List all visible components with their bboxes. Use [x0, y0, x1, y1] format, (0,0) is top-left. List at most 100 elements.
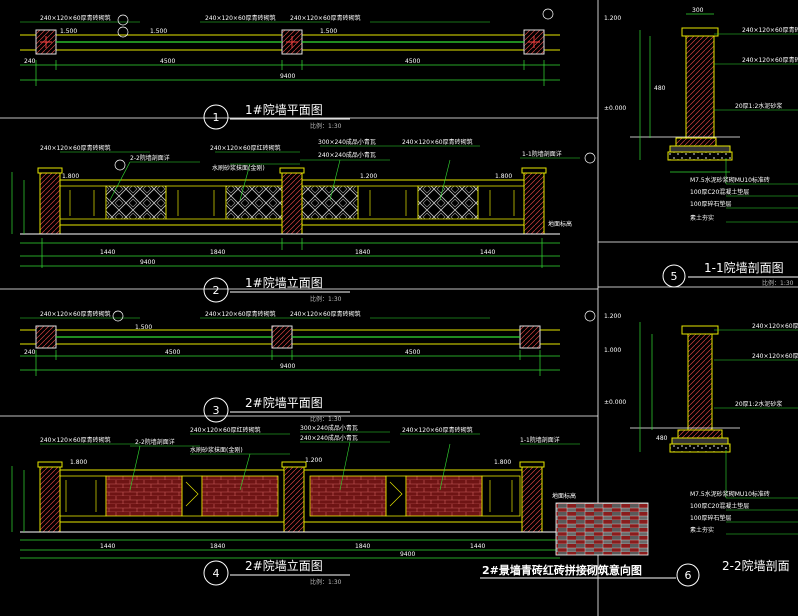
plan-view-1: 240×120×60厚青砖砌筑 240×120×60厚青砖砌筑 240×120×… [20, 8, 560, 86]
view-number-2: 2 [213, 284, 220, 297]
sec1-dim-a: 1.200 [604, 15, 621, 22]
view-title-1: 1 1#院墙平面图 比例：1:30 [203, 103, 350, 130]
view-title-text-6: 2-2院墙剖面 [722, 559, 790, 573]
elev2-height-b: 1.200 [305, 457, 322, 464]
plan2-label-a: 240×120×60厚青砖砌筑 [40, 310, 111, 318]
plan2-label-b: 240×120×60厚青砖砌筑 [205, 310, 276, 318]
plan1-side: 240 [24, 58, 36, 65]
elev1-span-b: 1840 [210, 249, 225, 256]
elev2-label-g: 240×120×60厚青砖砌筑 [402, 426, 473, 434]
view-title-text-5: 1-1院墙剖面图 [704, 261, 784, 275]
sec2-dim-d: 480 [656, 435, 668, 442]
view-number-3: 3 [213, 404, 220, 417]
view-number-5: 5 [671, 270, 678, 283]
sec2-label-g: 素土夯实 [690, 526, 714, 534]
plan1-span-b: 4500 [405, 58, 420, 65]
sec2-label-e: 100厚C20混凝土垫层 [690, 502, 749, 510]
elev2-label-f: 240×240成品小青瓦 [300, 434, 358, 442]
view-scale-5: 比例：1:30 [762, 279, 794, 287]
elevation-view-2: 240×120×60厚青砖砌筑 2-2院墙剖面详 240×120×60厚红砖砌筑… [11, 424, 580, 559]
elev1-span-d: 1440 [480, 249, 495, 256]
view-title-text-2: 1#院墙立面图 [245, 275, 323, 290]
view-title-4: 4 2#院墙立面图 比例：1:30 [203, 558, 350, 586]
plan2-elev-a: 1.500 [135, 324, 152, 331]
sec1-label-c: 20厚1:2水泥砂浆 [735, 102, 782, 110]
sec2-dim-a: 1.200 [604, 313, 621, 320]
plan2-total: 9400 [280, 363, 295, 370]
view-title-text-4: 2#院墙立面图 [245, 558, 323, 573]
plan2-span-b: 4500 [405, 349, 420, 356]
section-view-2: 240×120×60厚青砖 240×120×60厚红砖 20厚1:2水泥砂浆 M… [604, 313, 798, 535]
elev1-label-h: 1-1院墙剖面详 [522, 150, 562, 158]
plan1-label-a: 240×120×60厚青砖砌筑 [40, 14, 111, 22]
elev2-label-e: 300×240成品小青瓦 [300, 424, 358, 432]
elev1-height-c: 1.800 [495, 173, 512, 180]
section-view-1: 240×120×60厚青砖 240×120×60厚青砖 20厚1:2水泥砂浆 M… [604, 7, 798, 223]
elev1-total: 9400 [140, 259, 155, 266]
elev2-label-c: 240×120×60厚红砖砌筑 [190, 426, 261, 434]
plan1-elev-c: 1.500 [320, 28, 337, 35]
elev2-height-c: 1.800 [494, 459, 511, 466]
sec1-label-d: M7.5水泥砂浆砌MU10标准砖 [690, 176, 770, 184]
view-title-text-1: 1#院墙平面图 [245, 103, 323, 117]
elev1-label-g: 240×120×60厚青砖砌筑 [402, 138, 473, 146]
sec1-dim-d: 300 [692, 7, 704, 14]
view-scale-2: 比例：1:30 [310, 295, 342, 303]
elev2-span-d: 1440 [470, 543, 485, 550]
sec1-label-f: 100厚碎石垫层 [690, 200, 731, 208]
view-scale-1: 比例：1:30 [310, 122, 342, 130]
sec2-dim-b: 1.000 [604, 347, 621, 354]
elev2-height-a: 1.800 [70, 459, 87, 466]
elev1-height-a: 1.800 [62, 173, 79, 180]
elev2-label-d: 水刷砂浆抹面(金刚) [190, 446, 243, 454]
elev2-span-c: 1840 [355, 543, 370, 550]
elev1-ground-note: 地面标高 [548, 220, 572, 228]
sec1-label-g: 素土夯实 [690, 214, 714, 222]
plan1-elev-a: 1.500 [60, 28, 77, 35]
pattern-title: 2#景墙青砖红砖拼接砌筑意向图 [482, 563, 642, 577]
elev1-label-b: 2-2院墙剖面详 [130, 154, 170, 162]
plan1-label-c: 240×120×60厚青砖砌筑 [290, 14, 361, 22]
sec2-dim-c: ±0.000 [604, 399, 626, 406]
sec2-label-f: 100厚碎石垫层 [690, 514, 731, 522]
sec1-dim-b: ±0.000 [604, 105, 626, 112]
sec1-label-b: 240×120×60厚青砖 [742, 56, 798, 64]
elev2-label-h: 1-1院墙剖面详 [520, 436, 560, 444]
elev2-label-a: 240×120×60厚青砖砌筑 [40, 436, 111, 444]
elev2-span-a: 1440 [100, 543, 115, 550]
elev1-height-b: 1.200 [360, 173, 377, 180]
plan-view-2: 240×120×60厚青砖砌筑 240×120×60厚青砖砌筑 240×120×… [20, 310, 596, 376]
sec2-label-c: 20厚1:2水泥砂浆 [735, 400, 782, 408]
sec1-label-e: 100厚C20混凝土垫层 [690, 188, 749, 196]
elev2-ground-note: 地面标高 [552, 492, 576, 500]
view-scale-4: 比例：1:30 [310, 578, 342, 586]
plan1-label-b: 240×120×60厚青砖砌筑 [205, 14, 276, 22]
elev2-span-b: 1840 [210, 543, 225, 550]
plan1-span-a: 4500 [160, 58, 175, 65]
elev1-label-e: 300×240成品小青瓦 [318, 138, 376, 146]
view-scale-3: 比例：1:30 [310, 415, 342, 423]
elev1-label-f: 240×240成品小青瓦 [318, 151, 376, 159]
view-number-1: 1 [213, 111, 220, 124]
elevation-view-1: 240×120×60厚青砖砌筑 2-2院墙剖面详 240×120×60厚红砖砌筑… [11, 138, 596, 268]
plan2-span-a: 4500 [165, 349, 180, 356]
elev1-label-c: 240×120×60厚红砖砌筑 [210, 144, 281, 152]
brick-pattern-sample [555, 502, 649, 556]
view-title-2: 2 1#院墙立面图 比例：1:30 [203, 275, 350, 303]
elev1-span-a: 1440 [100, 249, 115, 256]
sec1-dim-c: 480 [654, 85, 666, 92]
view-number-6: 6 [685, 569, 692, 582]
elev2-total: 9400 [400, 551, 415, 558]
plan2-side: 240 [24, 349, 36, 356]
sec1-label-a: 240×120×60厚青砖 [742, 26, 798, 34]
plan2-label-c: 240×120×60厚青砖砌筑 [290, 310, 361, 318]
plan1-total: 9400 [280, 73, 295, 80]
view-title-5: 5 1-1院墙剖面图 比例：1:30 [662, 261, 798, 288]
view-title-3: 3 2#院墙平面图 比例：1:30 [203, 396, 350, 423]
sec2-label-b: 240×120×60厚红砖 [752, 352, 798, 360]
elev1-label-a: 240×120×60厚青砖砌筑 [40, 144, 111, 152]
sec2-label-a: 240×120×60厚青砖 [752, 322, 798, 330]
view-title-6: 2#景墙青砖红砖拼接砌筑意向图 6 2-2院墙剖面 [480, 559, 790, 587]
